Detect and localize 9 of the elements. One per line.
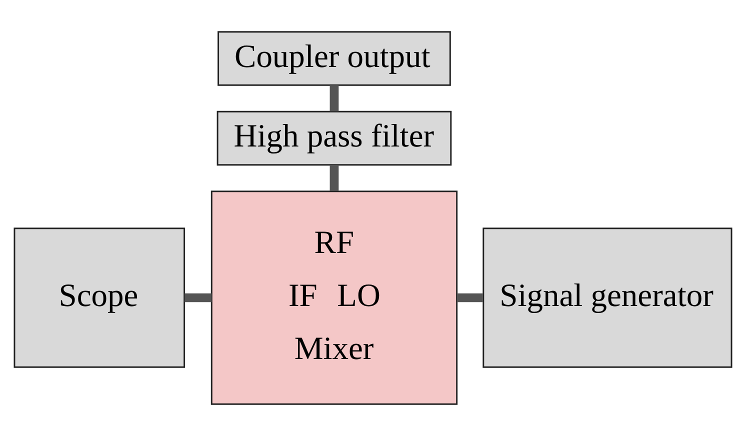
connector xyxy=(456,293,483,302)
node-box: Scope xyxy=(14,228,186,368)
node-box: High pass filter xyxy=(216,110,452,166)
connector xyxy=(330,85,339,112)
connector xyxy=(184,293,212,302)
node-box: RF IF LO Mixer xyxy=(210,190,458,405)
node-box: Signal generator xyxy=(482,228,732,368)
node-box: Coupler output xyxy=(218,31,451,86)
connector xyxy=(330,164,339,191)
